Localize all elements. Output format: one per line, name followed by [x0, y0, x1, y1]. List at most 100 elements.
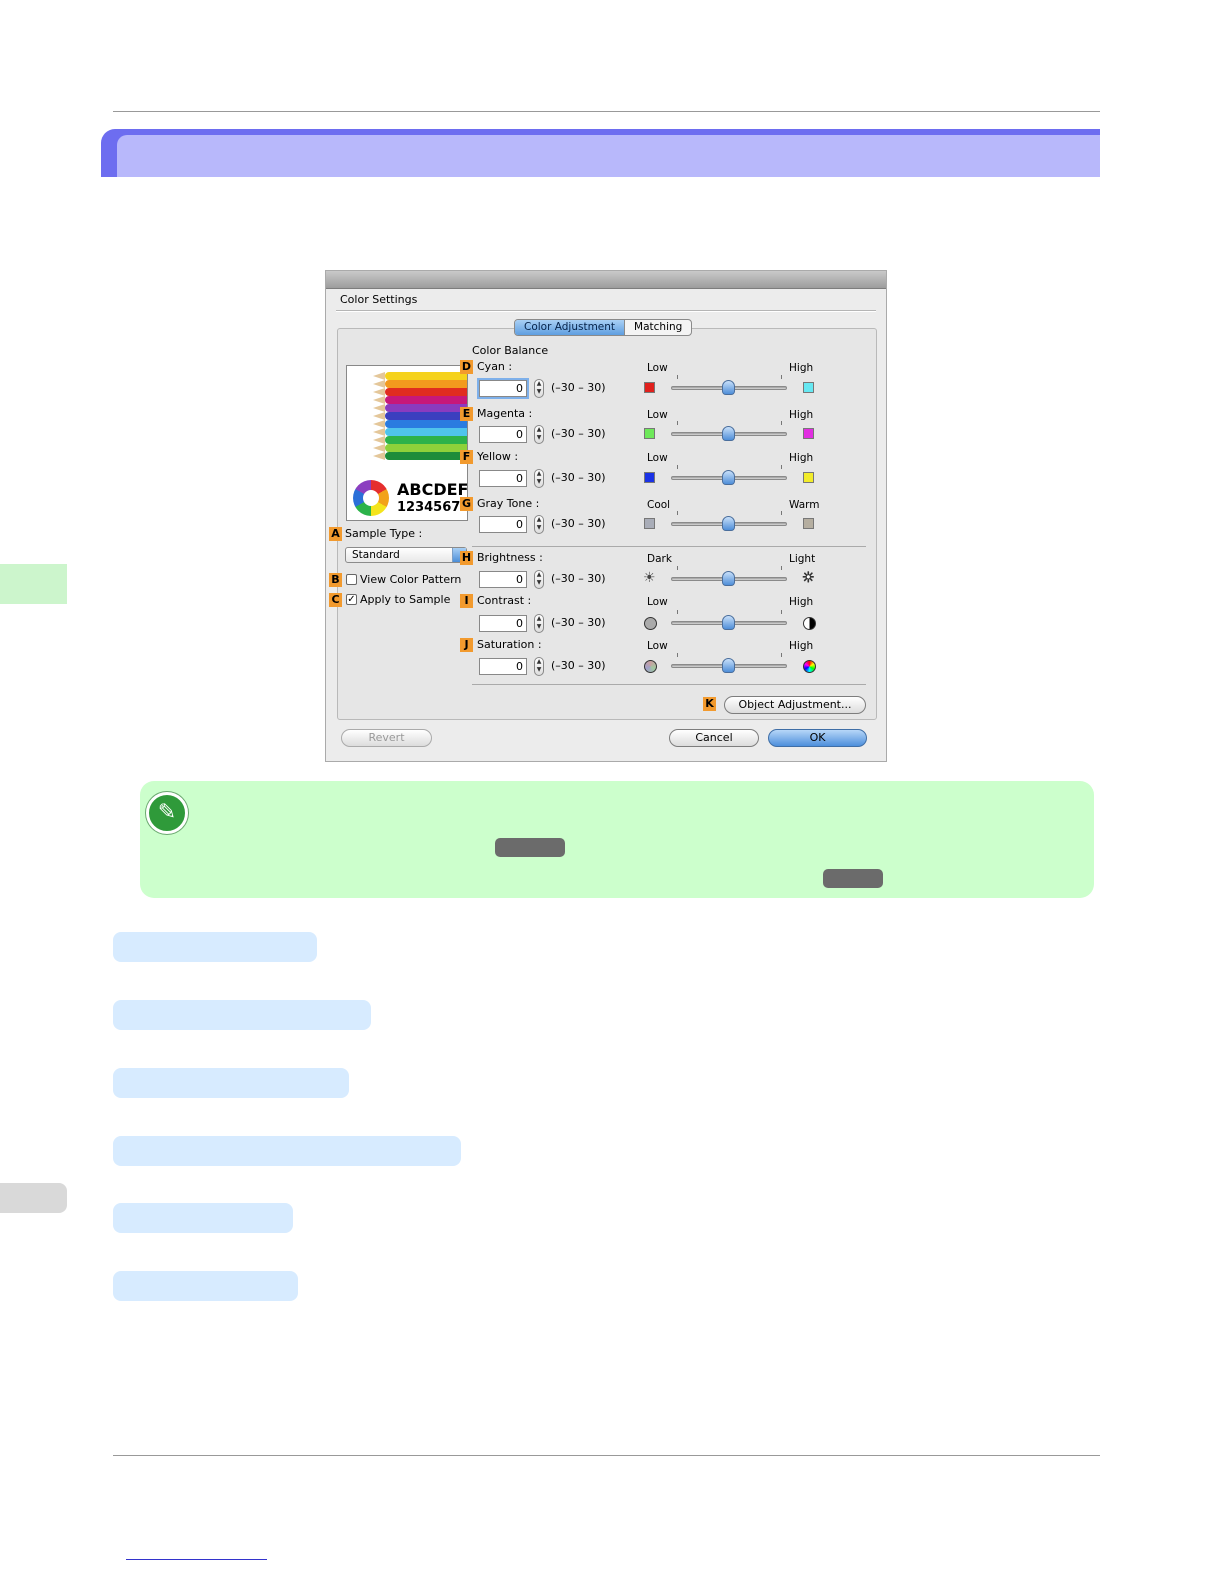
pencil-note-icon: ✎ [146, 792, 188, 834]
slider-tick [677, 375, 678, 379]
pencil-blue [373, 420, 467, 428]
note-box: ✎ [140, 781, 1094, 898]
sample-type-select[interactable]: Standard [345, 547, 467, 563]
stepper-arrows-icon[interactable]: ▲▼ [534, 425, 544, 444]
adjustment-slider-thumb[interactable] [722, 571, 735, 586]
callout-badge: H [460, 551, 473, 565]
slider-tick [781, 375, 782, 379]
slider-low-label: Dark [647, 553, 672, 565]
topic-heading-bar [113, 1068, 349, 1098]
stepper-arrows-icon[interactable]: ▲▼ [534, 379, 544, 398]
adjustment-slider-thumb[interactable] [722, 470, 735, 485]
pencil-green [373, 436, 467, 444]
topic-heading-bar [113, 932, 317, 962]
callout-badge: G [460, 497, 473, 511]
color-settings-dialog: Color Settings Color Adjustment Matching… [325, 270, 887, 762]
adjustment-value-input[interactable]: 0 [479, 615, 527, 632]
low-color-swatch [644, 382, 655, 393]
high-color-swatch [803, 382, 814, 393]
adjustment-value-input[interactable]: 0 [479, 380, 527, 397]
reference-pill[interactable] [823, 869, 883, 888]
object-adjustment-button[interactable]: Object Adjustment... [724, 696, 866, 714]
slider-tick [677, 511, 678, 515]
adjustment-value-input[interactable]: 0 [479, 426, 527, 443]
sample-type-value: Standard [352, 549, 400, 561]
tab-color-adjustment[interactable]: Color Adjustment [515, 320, 626, 335]
contrast-high-icon [803, 617, 816, 630]
view-color-pattern-checkbox[interactable] [346, 574, 357, 585]
slider-tick [781, 511, 782, 515]
view-color-pattern-label: View Color Pattern [360, 573, 462, 586]
callout-badge: E [460, 407, 473, 421]
topic-heading-bar [113, 1136, 461, 1166]
pencil-magenta [373, 396, 467, 404]
slider-low-label: Low [647, 640, 668, 652]
sun-light-icon: ☀ [802, 570, 816, 586]
slider-tick [781, 465, 782, 469]
pencil-purple [373, 404, 467, 412]
color-wheel-icon [353, 480, 389, 516]
callout-badge: F [460, 450, 473, 464]
slider-tick [677, 566, 678, 570]
pencil-cyan [373, 428, 467, 436]
callout-badge-c: C [329, 593, 342, 607]
adjustment-value-input[interactable]: 0 [479, 470, 527, 487]
slider-high-label: High [789, 596, 814, 608]
adjustment-value-input[interactable]: 0 [479, 571, 527, 588]
stepper-arrows-icon[interactable]: ▲▼ [534, 570, 544, 589]
pencil-indigo [373, 412, 467, 420]
stepper-arrows-icon[interactable]: ▲▼ [534, 657, 544, 676]
section-separator [472, 546, 866, 547]
dialog-title: Color Settings [340, 293, 418, 306]
slider-tick [781, 653, 782, 657]
checkmark-icon: ✓ [347, 594, 356, 605]
stepper-arrows-icon[interactable]: ▲▼ [534, 614, 544, 633]
slider-high-label: Warm [789, 499, 820, 511]
slider-low-label: Low [647, 452, 668, 464]
apply-to-sample-checkbox[interactable]: ✓ [346, 594, 357, 605]
reference-pill[interactable] [495, 838, 565, 857]
slider-low-label: Low [647, 409, 668, 421]
adjustment-slider-thumb[interactable] [722, 380, 735, 395]
slider-low-label: Low [647, 596, 668, 608]
range-hint: (–30 – 30) [551, 517, 606, 530]
adjustment-label: Saturation : [477, 638, 542, 651]
adjustment-value-input[interactable]: 0 [479, 658, 527, 675]
tab-matching[interactable]: Matching [634, 321, 683, 333]
callout-badge-k: K [703, 697, 716, 711]
slider-tick [781, 421, 782, 425]
callout-badge-b: B [329, 573, 342, 587]
range-hint: (–30 – 30) [551, 427, 606, 440]
range-hint: (–30 – 30) [551, 471, 606, 484]
slider-tick [677, 421, 678, 425]
pencil-yellow [373, 372, 467, 380]
contrast-low-icon [644, 617, 657, 630]
pencil-red [373, 388, 467, 396]
slider-high-label: High [789, 640, 814, 652]
revert-button[interactable]: Revert [341, 729, 432, 747]
cancel-button[interactable]: Cancel [669, 729, 759, 747]
tab-bar: Color Adjustment Matching [514, 319, 693, 336]
footer-rule [113, 1455, 1100, 1456]
adjustment-label: Yellow : [477, 450, 519, 463]
high-color-swatch [803, 428, 814, 439]
adjustment-slider-thumb[interactable] [722, 615, 735, 630]
stepper-arrows-icon[interactable]: ▲▼ [534, 515, 544, 534]
slider-high-label: High [789, 409, 814, 421]
saturation-low-icon [644, 660, 657, 673]
range-hint: (–30 – 30) [551, 659, 606, 672]
callout-badge: J [460, 638, 473, 652]
pencil-lime [373, 444, 467, 452]
topic-heading-bar [113, 1271, 298, 1301]
adjustment-slider-thumb[interactable] [722, 658, 735, 673]
stepper-arrows-icon[interactable]: ▲▼ [534, 469, 544, 488]
ok-button[interactable]: OK [768, 729, 867, 747]
slider-high-label: High [789, 452, 814, 464]
adjustment-slider-thumb[interactable] [722, 426, 735, 441]
footer-link[interactable] [126, 1559, 267, 1560]
adjustment-value-input[interactable]: 0 [479, 516, 527, 533]
slider-tick [677, 465, 678, 469]
slider-high-label: High [789, 362, 814, 374]
adjustment-slider-thumb[interactable] [722, 516, 735, 531]
high-color-swatch [803, 472, 814, 483]
